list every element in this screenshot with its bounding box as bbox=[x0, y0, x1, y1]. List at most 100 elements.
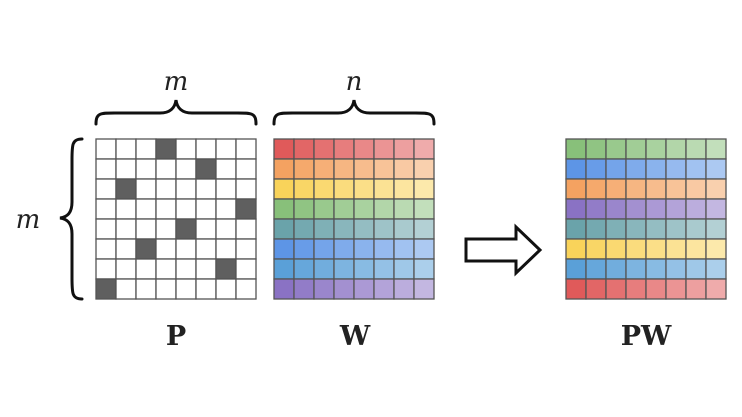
matrix-p-cell bbox=[175, 258, 197, 280]
matrix-w-cell bbox=[273, 258, 295, 280]
matrix-w bbox=[273, 138, 435, 300]
matrix-p-cell bbox=[95, 198, 117, 220]
matrix-p-cell bbox=[135, 218, 157, 240]
matrix-pw-cell bbox=[685, 258, 707, 280]
matrix-pw-cell bbox=[665, 198, 687, 220]
matrix-p-cell bbox=[195, 138, 217, 160]
matrix-w-cell bbox=[413, 238, 435, 260]
matrix-p bbox=[95, 138, 257, 300]
matrix-p-cell bbox=[235, 158, 257, 180]
matrix-p-cell bbox=[135, 278, 157, 300]
matrix-w-cell bbox=[293, 238, 315, 260]
matrix-p-cell bbox=[95, 178, 117, 200]
matrix-p-cell bbox=[195, 258, 217, 280]
matrix-pw-cell bbox=[705, 158, 727, 180]
matrix-pw-cell bbox=[705, 238, 727, 260]
matrix-pw-cell bbox=[605, 258, 627, 280]
matrix-w-cell bbox=[293, 218, 315, 240]
matrix-pw-cell bbox=[685, 198, 707, 220]
matrix-pw-cell bbox=[685, 138, 707, 160]
matrix-w-cell bbox=[413, 138, 435, 160]
matrix-pw-cell bbox=[585, 238, 607, 260]
matrix-w-cell bbox=[353, 258, 375, 280]
matrix-p-label: P bbox=[166, 321, 186, 352]
matrix-w-cell bbox=[313, 278, 335, 300]
matrix-w-cell bbox=[293, 198, 315, 220]
matrix-p-cell bbox=[215, 198, 237, 220]
matrix-w-cell bbox=[333, 258, 355, 280]
matrix-w-cell bbox=[413, 278, 435, 300]
matrix-p-cell bbox=[95, 258, 117, 280]
matrix-w-cell bbox=[393, 158, 415, 180]
matrix-p-cell bbox=[115, 158, 137, 180]
matrix-p-cell bbox=[115, 198, 137, 220]
matrix-p-cell bbox=[95, 278, 117, 300]
matrix-w-cell bbox=[353, 218, 375, 240]
matrix-p-cell bbox=[95, 138, 117, 160]
matrix-p-cell bbox=[215, 138, 237, 160]
matrix-pw-cell bbox=[565, 178, 587, 200]
matrix-pw-cell bbox=[625, 278, 647, 300]
matrix-pw-cell bbox=[585, 138, 607, 160]
matrix-w-cell bbox=[313, 198, 335, 220]
matrix-p-cell bbox=[135, 198, 157, 220]
matrix-w-cell bbox=[413, 258, 435, 280]
matrix-p-cell bbox=[195, 278, 217, 300]
matrix-pw-cell bbox=[565, 198, 587, 220]
matrix-p-cell bbox=[175, 278, 197, 300]
matrix-p-cell bbox=[195, 218, 217, 240]
matrix-pw-cell bbox=[645, 158, 667, 180]
matrix-pw-cell bbox=[565, 158, 587, 180]
matrix-w-cell bbox=[273, 218, 295, 240]
matrix-pw-cell bbox=[685, 218, 707, 240]
matrix-pw-cell bbox=[665, 218, 687, 240]
matrix-w-cell bbox=[353, 158, 375, 180]
matrix-w-cell bbox=[273, 198, 295, 220]
matrix-pw-cell bbox=[685, 238, 707, 260]
matrix-p-cell bbox=[115, 138, 137, 160]
matrix-w-cell bbox=[413, 198, 435, 220]
matrix-pw-cell bbox=[705, 138, 727, 160]
matrix-pw bbox=[565, 138, 727, 300]
matrix-pw-cell bbox=[665, 138, 687, 160]
matrix-pw-cell bbox=[645, 198, 667, 220]
right-arrow-outline-icon bbox=[464, 223, 543, 277]
matrix-pw-cell bbox=[585, 218, 607, 240]
matrix-w-cell bbox=[333, 198, 355, 220]
matrix-pw-cell bbox=[605, 238, 627, 260]
matrix-p-cell bbox=[195, 198, 217, 220]
matrix-w-cell bbox=[293, 138, 315, 160]
matrix-pw-cell bbox=[585, 178, 607, 200]
matrix-w-cell bbox=[273, 278, 295, 300]
matrix-pw-cell bbox=[645, 258, 667, 280]
matrix-pw-cell bbox=[705, 178, 727, 200]
matrix-w-cell bbox=[373, 138, 395, 160]
matrix-p-cell bbox=[235, 218, 257, 240]
matrix-p-cell bbox=[195, 238, 217, 260]
matrix-p-cell bbox=[235, 258, 257, 280]
matrix-pw-cell bbox=[605, 178, 627, 200]
matrix-w-cell bbox=[273, 158, 295, 180]
matrix-pw-cell bbox=[665, 238, 687, 260]
matrix-p-cell bbox=[135, 138, 157, 160]
matrix-pw-cell bbox=[605, 138, 627, 160]
matrix-w-cell bbox=[373, 238, 395, 260]
matrix-w-cell bbox=[313, 178, 335, 200]
matrix-w-cell bbox=[293, 178, 315, 200]
matrix-p-cell bbox=[95, 238, 117, 260]
brace-top-right-label: n bbox=[346, 67, 363, 97]
matrix-w-cell bbox=[413, 158, 435, 180]
matrix-pw-cell bbox=[645, 178, 667, 200]
matrix-pw-cell bbox=[665, 158, 687, 180]
matrix-w-cell bbox=[353, 238, 375, 260]
matrix-p-cell bbox=[135, 178, 157, 200]
matrix-p-cell bbox=[155, 138, 177, 160]
brace-top-left-icon bbox=[94, 99, 258, 126]
matrix-w-cell bbox=[353, 198, 375, 220]
brace-left-label: m bbox=[16, 205, 41, 235]
matrix-p-cell bbox=[155, 158, 177, 180]
matrix-pw-cell bbox=[645, 138, 667, 160]
matrix-w-cell bbox=[373, 158, 395, 180]
matrix-p-cell bbox=[175, 238, 197, 260]
matrix-pw-cell bbox=[685, 158, 707, 180]
